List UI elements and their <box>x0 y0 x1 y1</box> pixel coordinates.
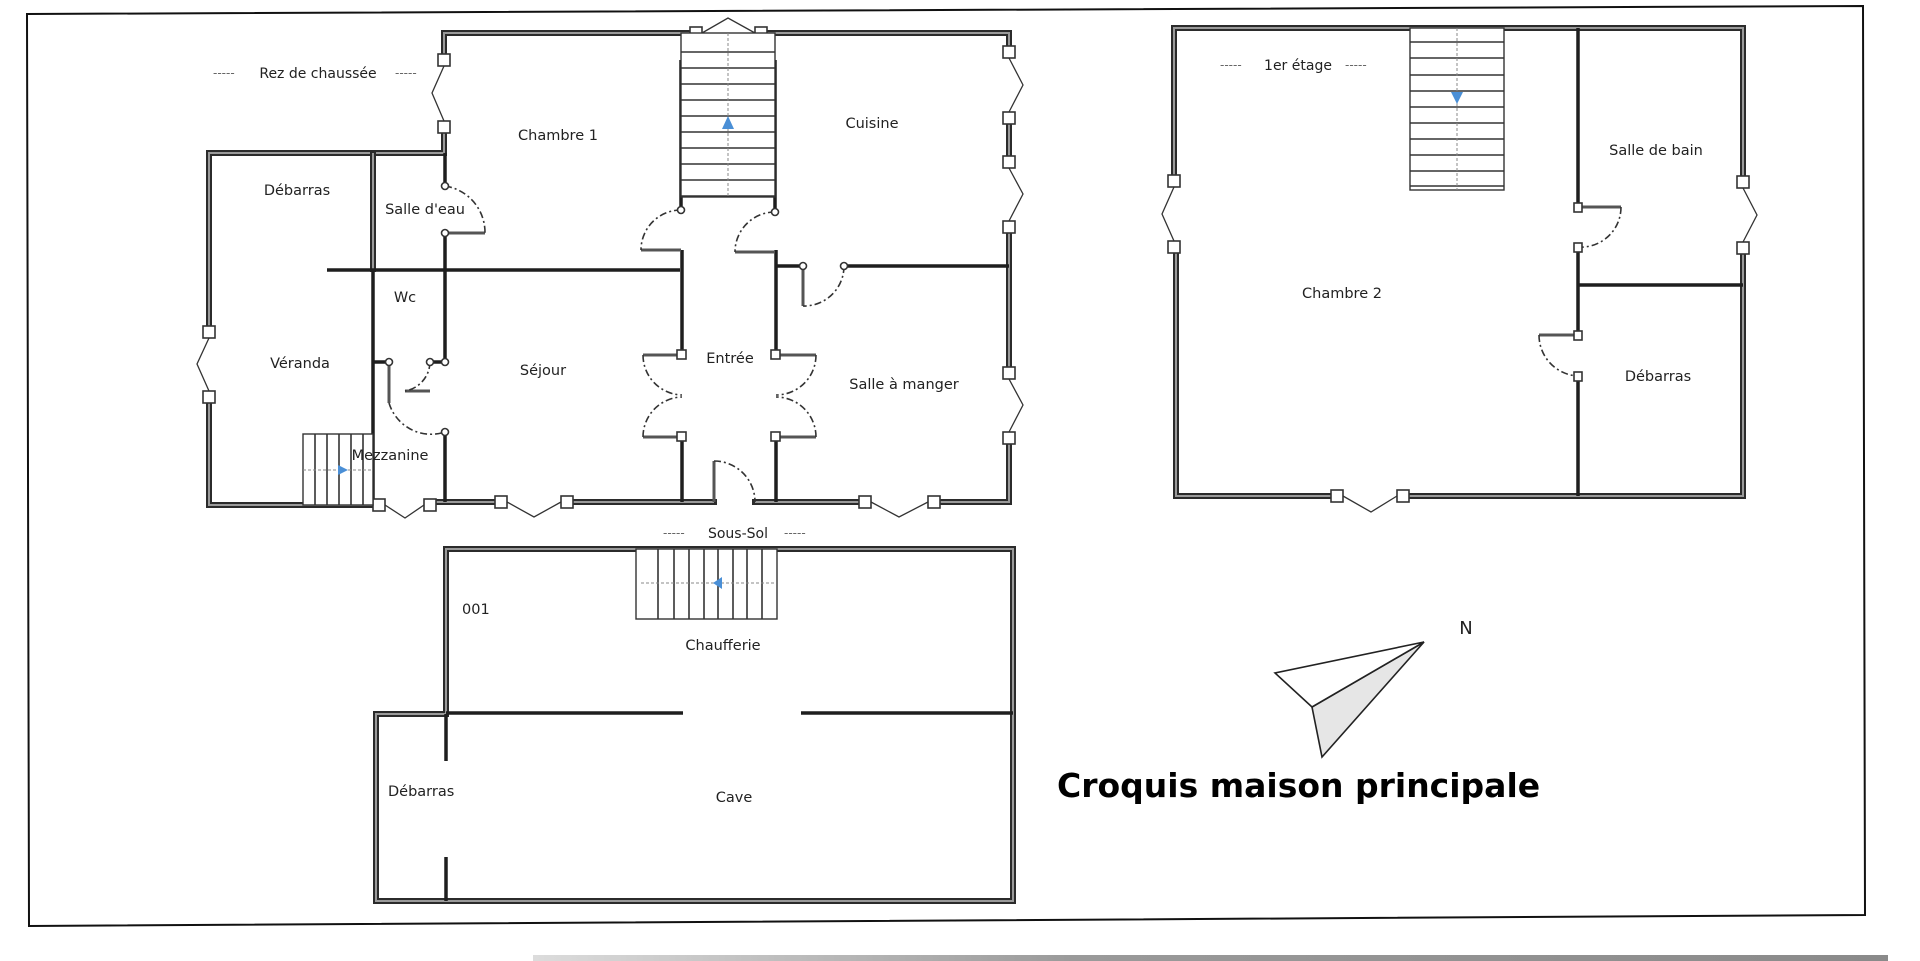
basement-label: ----- Sous-Sol ----- <box>663 526 806 542</box>
stair-up-arrow-icon <box>722 116 734 129</box>
svg-text:-----: ----- <box>213 66 235 80</box>
room-salle-d-eau: Salle d'eau <box>385 202 465 218</box>
first-floor-plan: ----- 1er étage ----- Salle de bain Cham… <box>1161 25 1758 513</box>
ground-floor-plan: ----- Rez de chaussée ----- Chambre 1 Cu… <box>196 17 1024 519</box>
first-floor-label: ----- 1er étage ----- <box>1220 58 1367 74</box>
stair-down-arrow-icon <box>1451 92 1463 104</box>
first-floor-windows <box>1161 174 1758 513</box>
room-entree: Entrée <box>706 351 754 367</box>
compass-arrow-icon <box>1273 641 1425 708</box>
basement-walls <box>373 546 1016 904</box>
svg-text:Sous-Sol: Sous-Sol <box>708 526 768 542</box>
room-chaufferie: Chaufferie <box>685 638 760 654</box>
room-chambre-1: Chambre 1 <box>518 128 598 144</box>
stair-right-arrow-icon <box>338 465 348 475</box>
compass-north-label: N <box>1459 618 1472 639</box>
first-floor-doors <box>1538 202 1622 382</box>
ground-floor-main-stair <box>680 32 776 198</box>
room-debarras-ground: Débarras <box>264 183 330 199</box>
svg-text:-----: ----- <box>1345 58 1367 72</box>
mezzanine-stair <box>302 433 374 506</box>
svg-text:-----: ----- <box>1220 58 1242 72</box>
room-debarras-basement: Débarras <box>388 784 454 800</box>
svg-text:-----: ----- <box>663 526 685 540</box>
room-salle-a-manger: Salle à manger <box>849 377 958 393</box>
svg-text:Rez de chaussée: Rez de chaussée <box>259 66 376 82</box>
room-001: 001 <box>462 602 490 618</box>
svg-text:-----: ----- <box>395 66 417 80</box>
room-mezzanine: Mezzanine <box>352 448 429 464</box>
ground-floor-label: ----- Rez de chaussée ----- <box>213 66 417 82</box>
room-sejour: Séjour <box>520 363 566 379</box>
ground-floor-doors <box>384 181 849 503</box>
page-frame <box>25 4 1867 928</box>
room-wc: Wc <box>394 290 416 306</box>
stair-left-arrow-icon <box>713 577 722 589</box>
ground-floor-walls <box>206 30 1012 508</box>
room-debarras-first: Débarras <box>1625 369 1691 385</box>
room-chambre-2: Chambre 2 <box>1302 286 1382 302</box>
svg-text:1er étage: 1er étage <box>1264 58 1332 74</box>
basement-stair <box>635 548 778 620</box>
room-cuisine: Cuisine <box>845 116 898 132</box>
room-cave: Cave <box>716 790 753 806</box>
svg-text:-----: ----- <box>784 526 806 540</box>
first-floor-stair <box>1409 27 1505 191</box>
basement-plan: ----- Sous-Sol ----- 001 Chaufferie Déba… <box>373 526 1016 904</box>
drawing-title: Croquis maison principale <box>1057 766 1540 805</box>
room-salle-de-bain: Salle de bain <box>1609 143 1703 159</box>
scan-edge-band <box>533 955 1888 961</box>
room-veranda: Véranda <box>270 356 330 372</box>
north-compass: N <box>1273 618 1473 759</box>
